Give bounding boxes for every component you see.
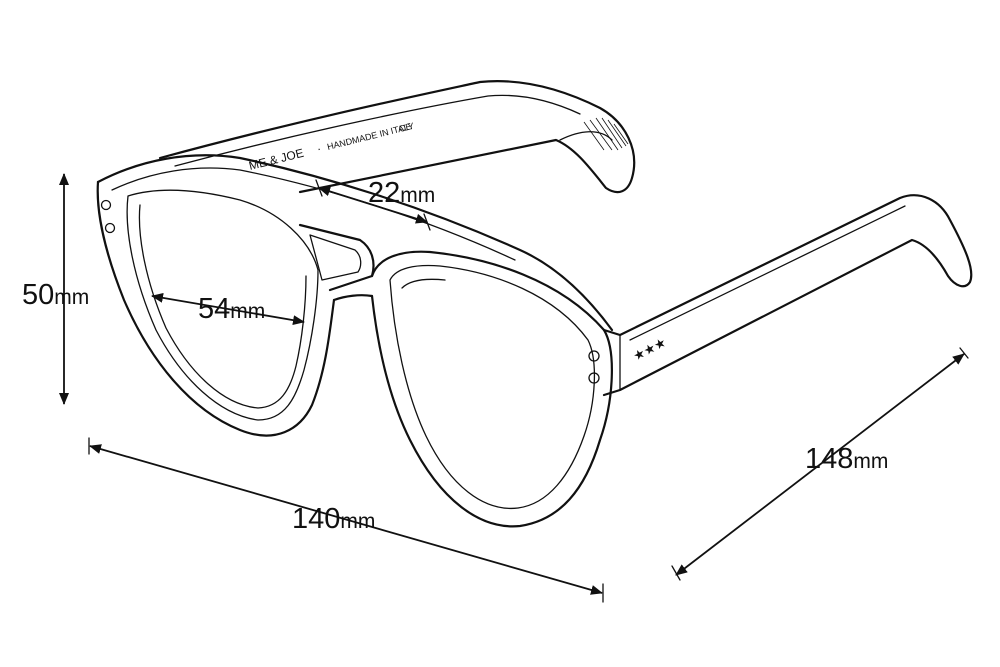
- svg-text:140mm: 140mm: [292, 503, 375, 535]
- frame-height-value: 50: [22, 279, 54, 311]
- left-temple-arm: ME & JOE · HANDMADE IN ITALY CE: [158, 80, 636, 194]
- dimension-frame-height: 50mm: [22, 173, 89, 405]
- svg-text:148mm: 148mm: [805, 443, 888, 475]
- right-hinge-rivets: [588, 350, 600, 384]
- temple-imprint-separator: ·: [315, 141, 322, 156]
- dimension-lens-width: 54mm: [151, 292, 305, 326]
- frame-width-unit: mm: [340, 510, 375, 533]
- temple-imprint-brand: ME & JOE: [247, 146, 305, 173]
- svg-text:50mm: 50mm: [22, 279, 89, 311]
- left-hinge-rivets: [100, 199, 116, 234]
- frame-width-value: 140: [292, 503, 340, 535]
- bridge-width-unit: mm: [400, 184, 435, 207]
- temple-imprint-ce: CE: [398, 121, 413, 134]
- temple-length-value: 148: [805, 443, 853, 475]
- dimension-bridge-width: 22mm: [315, 177, 435, 231]
- temple-stars: ★★★: [631, 334, 669, 363]
- lens-width-unit: mm: [230, 300, 265, 323]
- svg-text:54mm: 54mm: [198, 293, 265, 325]
- bridge-width-value: 22: [368, 177, 400, 209]
- lens-width-value: 54: [198, 293, 230, 325]
- dimension-frame-width: 140mm: [88, 437, 604, 603]
- temple-tip-hatching: [583, 117, 629, 151]
- dimension-temple-length: 148mm: [671, 347, 969, 581]
- temple-length-unit: mm: [853, 450, 888, 473]
- frame-height-unit: mm: [54, 286, 89, 309]
- svg-text:22mm: 22mm: [368, 177, 435, 209]
- right-temple-arm: ★★★: [602, 194, 973, 397]
